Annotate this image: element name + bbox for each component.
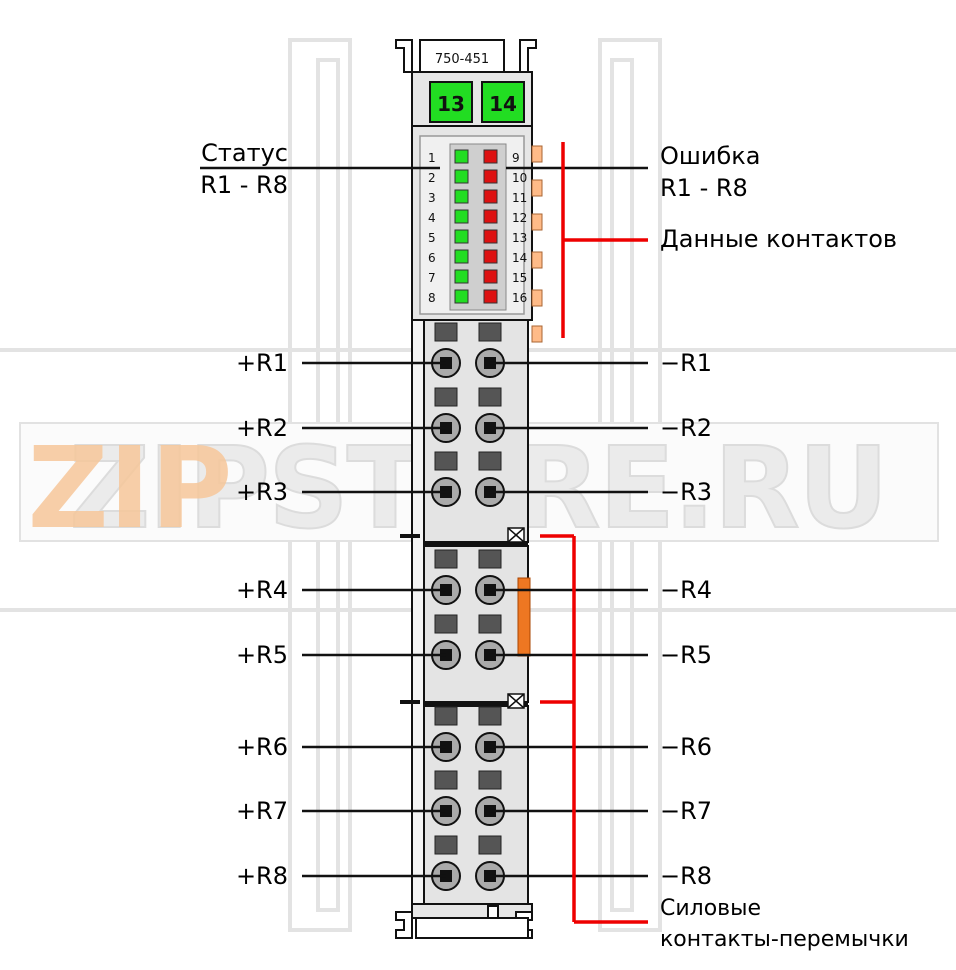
status-led-green	[454, 189, 469, 204]
data-contact-tab	[531, 179, 543, 197]
terminal-labels: +R1 −R1 +R2 −R2 +R3 −R3 +R4 −R4 +R5 −R5 +R6 −R6 +R7 −…	[236, 349, 712, 890]
minus-terminal-label: −R2	[660, 414, 712, 442]
led-number-left: 7	[428, 271, 436, 285]
led-number-right: 11	[512, 191, 527, 205]
data-contact-tab	[531, 325, 543, 343]
led-number-left: 8	[428, 291, 436, 305]
power-contacts-callout	[540, 534, 648, 924]
terminal-release-slot	[434, 549, 458, 569]
error-led-red	[483, 149, 498, 164]
data-contacts-label: Данные контактов	[660, 225, 897, 253]
led-number-left: 1	[428, 151, 436, 165]
led-number-right: 9	[512, 151, 520, 165]
led-number-right: 13	[512, 231, 527, 245]
terminal-release-slot	[478, 322, 502, 342]
terminal-release-slot	[478, 614, 502, 634]
data-contact-tab	[531, 251, 543, 269]
terminal-release-slot	[478, 770, 502, 790]
error-led-red	[483, 289, 498, 304]
terminal-release-slot	[434, 387, 458, 407]
led-number-left: 3	[428, 191, 436, 205]
terminal-release-slot	[434, 706, 458, 726]
terminal-release-slot	[478, 549, 502, 569]
minus-terminal-label: −R5	[660, 641, 712, 669]
status-led-green	[454, 269, 469, 284]
error-led-red	[483, 189, 498, 204]
terminal-release-slot	[434, 322, 458, 342]
plus-terminal-label: +R3	[236, 478, 288, 506]
terminal-release-slot	[478, 835, 502, 855]
data-contacts	[531, 145, 543, 343]
terminal-leader-lines	[302, 361, 648, 878]
error-led-red	[483, 249, 498, 264]
top-badge-14-label: 14	[489, 92, 517, 116]
error-led-red	[483, 209, 498, 224]
terminal-release-slot	[434, 770, 458, 790]
terminal-release-slot	[434, 835, 458, 855]
terminal-blocks	[431, 322, 505, 891]
top-badge-14: 14	[481, 81, 525, 123]
data-contact-tab	[531, 289, 543, 307]
terminal-release-slot	[478, 706, 502, 726]
led-number-left: 6	[428, 251, 436, 265]
led-number-right: 10	[512, 171, 527, 185]
watermark-text-accent: ZIP	[28, 424, 233, 554]
led-number-left: 5	[428, 231, 436, 245]
error-led-red	[483, 269, 498, 284]
data-contacts-callout	[561, 142, 648, 338]
power-contacts-label-line2: контакты-перемычки	[660, 927, 909, 952]
error-led-red	[483, 229, 498, 244]
minus-terminal-label: −R7	[660, 797, 712, 825]
top-badge-13: 13	[429, 81, 473, 123]
status-label-line2: R1 - R8	[200, 171, 288, 199]
top-badge-13-label: 13	[437, 92, 465, 116]
status-led-green	[454, 169, 469, 184]
status-led-green	[454, 229, 469, 244]
led-number-right: 14	[512, 251, 527, 265]
terminal-release-slot	[434, 614, 458, 634]
minus-terminal-label: −R4	[660, 576, 712, 604]
minus-terminal-label: −R6	[660, 733, 712, 761]
plus-terminal-label: +R2	[236, 414, 288, 442]
terminal-release-slot	[478, 451, 502, 471]
data-contact-tab	[531, 213, 543, 231]
status-led-green	[454, 149, 469, 164]
plus-terminal-label: +R8	[236, 862, 288, 890]
module-model-label: 750-451	[435, 52, 489, 67]
terminal-release-slot	[434, 451, 458, 471]
status-led-green	[454, 289, 469, 304]
error-label-line1: Ошибка	[660, 142, 760, 170]
data-contact-tab	[531, 145, 543, 163]
led-number-right: 15	[512, 271, 527, 285]
terminal-release-slot	[478, 387, 502, 407]
status-led-green	[454, 249, 469, 264]
power-contacts-label-line1: Силовые	[660, 896, 761, 921]
plus-terminal-label: +R6	[236, 733, 288, 761]
minus-terminal-label: −R1	[660, 349, 712, 377]
plus-terminal-label: +R7	[236, 797, 288, 825]
led-number-left: 2	[428, 171, 436, 185]
status-led-green	[454, 209, 469, 224]
led-number-left: 4	[428, 211, 436, 225]
error-led-red	[483, 169, 498, 184]
minus-terminal-label: −R8	[660, 862, 712, 890]
led-rows: 1 9 2 10 3 11 4 12 5 13 6 14 7 15 8 16	[428, 149, 527, 305]
led-number-right: 16	[512, 291, 527, 305]
plus-terminal-label: +R4	[236, 576, 288, 604]
status-label-line1: Статус	[201, 139, 288, 167]
minus-terminal-label: −R3	[660, 478, 712, 506]
plus-terminal-label: +R5	[236, 641, 288, 669]
error-label-line2: R1 - R8	[660, 174, 748, 202]
led-number-right: 12	[512, 211, 527, 225]
plus-terminal-label: +R1	[236, 349, 288, 377]
